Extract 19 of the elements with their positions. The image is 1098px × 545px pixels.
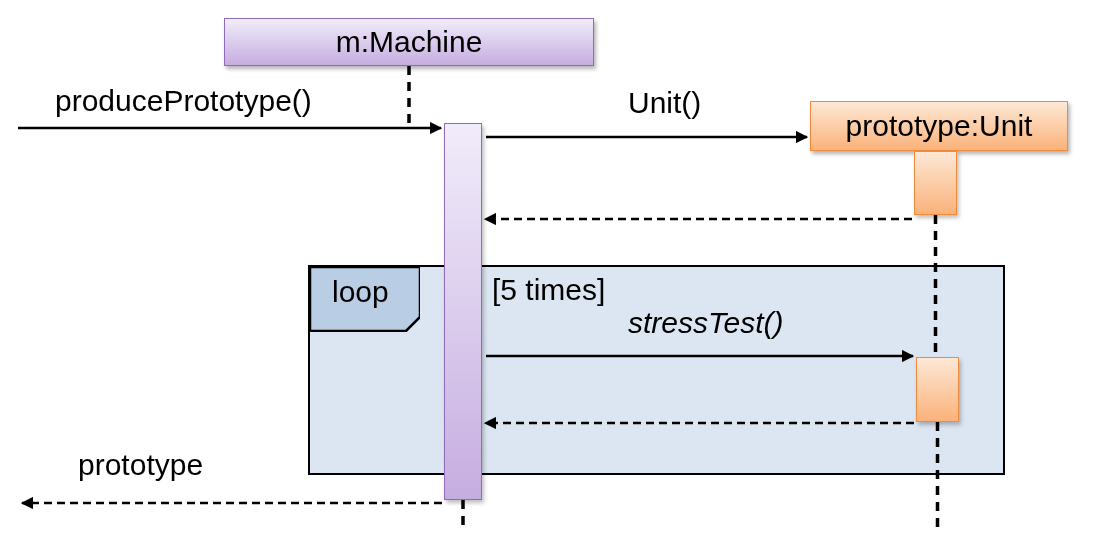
activation-bar [444,123,482,500]
message-label: prototype [78,448,204,482]
message-arrow [486,349,915,363]
message-label: stressTest() [628,306,784,340]
loop-frame [308,265,1005,475]
lifeline-header: m:Machine [224,18,594,66]
fragment-operator-label: loop [310,267,420,332]
activation-bar [916,357,959,422]
lifeline [407,66,411,123]
guard-condition: [5 times] [492,273,606,307]
return-arrow [483,212,912,226]
return-arrow [483,416,914,430]
message-arrow [18,121,443,135]
return-arrow [20,496,442,510]
message-arrow [486,130,809,144]
message-label: producePrototype() [55,84,312,118]
activation-bar [914,151,957,215]
message-label: Unit() [628,86,702,120]
lifeline-header: prototype:Unit [810,101,1068,151]
